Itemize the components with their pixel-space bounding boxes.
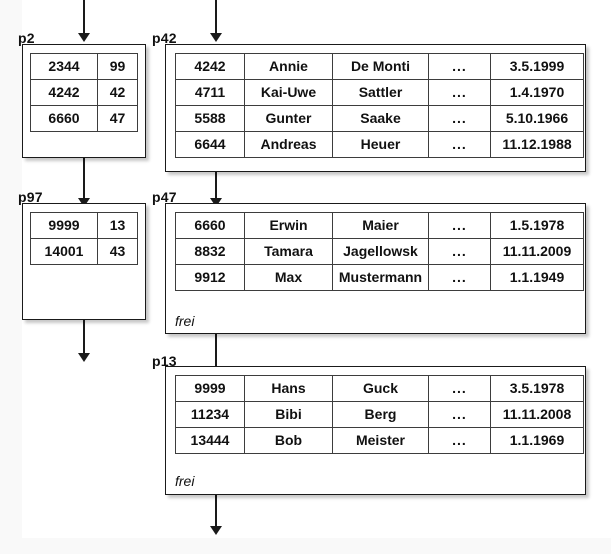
cell-date: 1.1.1969 bbox=[490, 427, 584, 454]
cell-pointer: 43 bbox=[97, 238, 138, 265]
cell-key: 14001 bbox=[30, 238, 98, 265]
table-row[interactable]: 9999 Hans Guck ... 3.5.1978 bbox=[175, 375, 584, 402]
data-table-p13[interactable]: 9999 Hans Guck ... 3.5.1978 11234 Bibi B… bbox=[175, 375, 584, 454]
left-gutter bbox=[0, 0, 22, 554]
table-row[interactable]: 4242 Annie De Monti ... 3.5.1999 bbox=[175, 53, 584, 80]
cell-date: 5.10.1966 bbox=[490, 105, 584, 132]
index-table-p97[interactable]: 9999 13 14001 43 bbox=[30, 212, 138, 265]
free-space-label-p47: frei bbox=[175, 313, 195, 329]
cell-pointer: 99 bbox=[97, 53, 138, 80]
cell-firstname: Max bbox=[244, 264, 333, 291]
table-row[interactable]: 4711 Kai-Uwe Sattler ... 1.4.1970 bbox=[175, 79, 584, 106]
cell-date: 3.5.1978 bbox=[490, 375, 584, 402]
cell-lastname: Saake bbox=[332, 105, 429, 132]
cell-firstname: Annie bbox=[244, 53, 333, 80]
cell-date: 11.12.1988 bbox=[490, 131, 584, 158]
cell-firstname: Andreas bbox=[244, 131, 333, 158]
cell-id: 9999 bbox=[175, 375, 245, 402]
cell-id: 4711 bbox=[175, 79, 245, 106]
cell-date: 3.5.1999 bbox=[490, 53, 584, 80]
cell-date: 1.5.1978 bbox=[490, 212, 584, 239]
cell-id: 6644 bbox=[175, 131, 245, 158]
table-row[interactable]: 9999 13 bbox=[30, 212, 138, 239]
page-label-p97: p97 bbox=[18, 189, 43, 205]
cell-date: 11.11.2009 bbox=[490, 238, 584, 265]
cell-lastname: Jagellowsk bbox=[332, 238, 429, 265]
cell-more: ... bbox=[428, 401, 491, 428]
cell-firstname: Erwin bbox=[244, 212, 333, 239]
page-label-p2: p2 bbox=[18, 30, 35, 46]
table-row[interactable]: 9912 Max Mustermann ... 1.1.1949 bbox=[175, 264, 584, 291]
cell-more: ... bbox=[428, 238, 491, 265]
cell-id: 4242 bbox=[175, 53, 245, 80]
table-row[interactable]: 4242 42 bbox=[30, 79, 138, 106]
cell-more: ... bbox=[428, 427, 491, 454]
table-row[interactable]: 6660 47 bbox=[30, 105, 138, 132]
table-row[interactable]: 5588 Gunter Saake ... 5.10.1966 bbox=[175, 105, 584, 132]
table-row[interactable]: 13444 Bob Meister ... 1.1.1969 bbox=[175, 427, 584, 454]
cell-lastname: Guck bbox=[332, 375, 429, 402]
cell-id: 11234 bbox=[175, 401, 245, 428]
index-table-p2[interactable]: 2344 99 4242 42 6660 47 bbox=[30, 53, 138, 132]
cell-lastname: Sattler bbox=[332, 79, 429, 106]
cell-id: 8832 bbox=[175, 238, 245, 265]
cell-id: 9912 bbox=[175, 264, 245, 291]
cell-firstname: Kai-Uwe bbox=[244, 79, 333, 106]
page-label-p13: p13 bbox=[152, 353, 177, 369]
cell-pointer: 13 bbox=[97, 212, 138, 239]
cell-more: ... bbox=[428, 375, 491, 402]
table-row[interactable]: 6644 Andreas Heuer ... 11.12.1988 bbox=[175, 131, 584, 158]
cell-firstname: Bob bbox=[244, 427, 333, 454]
data-table-p42[interactable]: 4242 Annie De Monti ... 3.5.1999 4711 Ka… bbox=[175, 53, 584, 158]
free-space-label-p13: frei bbox=[175, 473, 195, 489]
cell-lastname: Heuer bbox=[332, 131, 429, 158]
cell-key: 9999 bbox=[30, 212, 98, 239]
cell-lastname: De Monti bbox=[332, 53, 429, 80]
table-row[interactable]: 2344 99 bbox=[30, 53, 138, 80]
cell-date: 1.1.1949 bbox=[490, 264, 584, 291]
cell-firstname: Tamara bbox=[244, 238, 333, 265]
cell-more: ... bbox=[428, 53, 491, 80]
cell-more: ... bbox=[428, 105, 491, 132]
cell-lastname: Berg bbox=[332, 401, 429, 428]
cell-more: ... bbox=[428, 131, 491, 158]
page-label-p42: p42 bbox=[152, 30, 177, 46]
cell-more: ... bbox=[428, 264, 491, 291]
cell-more: ... bbox=[428, 212, 491, 239]
cell-date: 1.4.1970 bbox=[490, 79, 584, 106]
cell-lastname: Maier bbox=[332, 212, 429, 239]
cell-key: 2344 bbox=[30, 53, 98, 80]
cell-firstname: Gunter bbox=[244, 105, 333, 132]
bottom-gutter bbox=[0, 538, 611, 554]
table-row[interactable]: 8832 Tamara Jagellowsk ... 11.11.2009 bbox=[175, 238, 584, 265]
table-row[interactable]: 14001 43 bbox=[30, 238, 138, 265]
cell-more: ... bbox=[428, 79, 491, 106]
page-label-p47: p47 bbox=[152, 189, 177, 205]
cell-firstname: Hans bbox=[244, 375, 333, 402]
cell-lastname: Mustermann bbox=[332, 264, 429, 291]
cell-date: 11.11.2008 bbox=[490, 401, 584, 428]
cell-pointer: 42 bbox=[97, 79, 138, 106]
cell-key: 6660 bbox=[30, 105, 98, 132]
cell-id: 6660 bbox=[175, 212, 245, 239]
cell-id: 5588 bbox=[175, 105, 245, 132]
cell-pointer: 47 bbox=[97, 105, 138, 132]
cell-key: 4242 bbox=[30, 79, 98, 106]
data-table-p47[interactable]: 6660 Erwin Maier ... 1.5.1978 8832 Tamar… bbox=[175, 212, 584, 291]
cell-id: 13444 bbox=[175, 427, 245, 454]
cell-firstname: Bibi bbox=[244, 401, 333, 428]
table-row[interactable]: 6660 Erwin Maier ... 1.5.1978 bbox=[175, 212, 584, 239]
cell-lastname: Meister bbox=[332, 427, 429, 454]
table-row[interactable]: 11234 Bibi Berg ... 11.11.2008 bbox=[175, 401, 584, 428]
